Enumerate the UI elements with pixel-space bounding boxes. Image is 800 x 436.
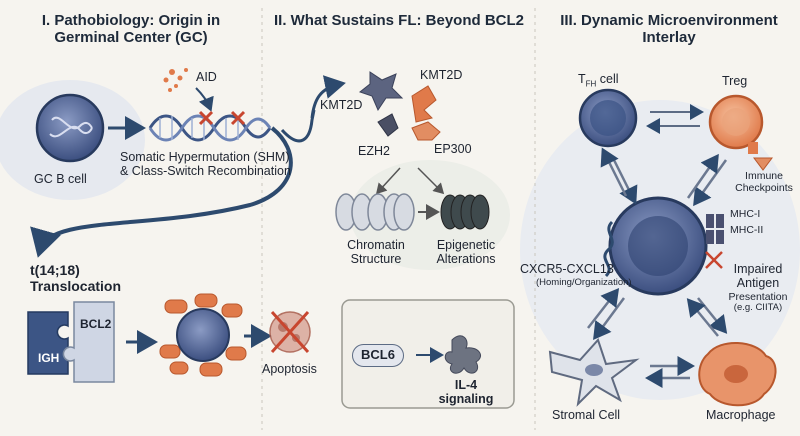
chromatin-label-line2: Structure [350, 252, 402, 267]
shm-label-line1: Somatic Hypermutation (SHM) [120, 150, 290, 164]
impaired-antigen-label: Impaired Antigen Presentation (e.g. CIIT… [718, 262, 798, 314]
bcl2-overexpressing-cell-icon [159, 293, 247, 377]
microenvironment-arrows [587, 147, 728, 388]
arrow-aid [195, 87, 214, 112]
section2-title: II. What Sustains FL: Beyond BCL2 [273, 12, 524, 29]
cxcr5-label: CXCR5-CXCL13 [520, 262, 614, 276]
impaired-line4: (e.g. CIITA) [733, 301, 783, 313]
il4-label: IL-4 signaling [436, 378, 496, 407]
fl-tumor-cell-icon [603, 196, 708, 296]
mutation-marks-icon [198, 110, 246, 126]
macrophage-icon [698, 341, 777, 407]
ep300-protein-icon [411, 121, 441, 141]
ep300-label: EP300 [434, 142, 472, 156]
bcl2-label: BCL2 [80, 317, 112, 331]
dna-helix-icon [148, 114, 272, 142]
section1-title: I. Pathobiology: Origin in Germinal Cent… [4, 12, 258, 47]
immune-line2: Checkpoints [735, 182, 793, 195]
apoptosis-label: Apoptosis [262, 362, 317, 376]
mhc1-label: MHC-I [730, 208, 761, 220]
ezh2-protein-icon [377, 113, 399, 137]
impaired-line2: Antigen [736, 276, 780, 291]
kmt2d-label-b: KMT2D [320, 98, 363, 112]
immune-checkpoints-label: Immune Checkpoints [728, 170, 800, 194]
treg-label: Treg [722, 74, 748, 88]
impaired-line3: Presentation [728, 290, 788, 303]
tfh-cell-label: TFH cell [578, 72, 619, 89]
apoptosis-blocked-icon [269, 310, 311, 354]
homing-label: (Homing/Organization) [536, 277, 632, 288]
ezh2-label: EZH2 [358, 144, 390, 158]
tfh-main: T [578, 72, 586, 86]
tfh-rest: cell [596, 72, 619, 86]
il4-signaling-icon [444, 335, 481, 374]
aid-particles-icon [163, 68, 188, 92]
aid-label: AID [196, 70, 217, 84]
translocation-label: t(14;18) Translocation [30, 262, 121, 294]
section3-title-line1: III. Dynamic Microenvironment [560, 12, 778, 29]
section3-title: III. Dynamic Microenvironment Interlay [540, 12, 798, 47]
gc-b-cell-icon [35, 93, 105, 163]
translocation-label-line2: Translocation [30, 278, 122, 295]
chromatin-label: Chromatin Structure [336, 238, 416, 267]
impaired-line1: Impaired [733, 262, 783, 276]
chromatin-label-line1: Chromatin [347, 238, 405, 252]
stromal-cell-label: Stromal Cell [552, 408, 621, 422]
mhc-receptors-icon [706, 214, 724, 244]
epigenetic-label-line1: Epigenetic [436, 238, 496, 252]
section1-title-line1: I. Pathobiology: Origin in [41, 12, 221, 29]
tfh-sub: FH [585, 79, 597, 89]
section3-title-line2: Interlay [642, 29, 696, 47]
il4-label-line1: IL-4 [454, 378, 478, 392]
igh-label: IGH [38, 351, 60, 365]
bcl6-label: BCL6 [352, 344, 404, 367]
kmt2d-label-a: KMT2D [420, 68, 463, 82]
arrow-to-section2-stem [280, 109, 316, 143]
epigenetic-label-line2: Alterations [436, 252, 496, 267]
tfh-treg-interaction-arrows [646, 104, 704, 134]
arrow-to-translocation [30, 126, 293, 258]
kmt2d-protein-icon [358, 71, 404, 112]
condensed-chromatin-icon [440, 194, 490, 230]
treg-cell-icon [708, 94, 773, 171]
epigenetic-label: Epigenetic Alterations [426, 238, 506, 267]
arrow-to-epigenetic [417, 167, 445, 195]
gc-b-cell-label: GC B cell [34, 172, 87, 186]
il4-label-line2: signaling [438, 392, 494, 407]
section1-title-line2: Germinal Center (GC) [54, 29, 208, 47]
kmt2d-orange-protein-icon [411, 85, 437, 123]
tfh-cell-icon [578, 88, 638, 148]
macrophage-label: Macrophage [706, 408, 776, 422]
impaired-presentation-x-icon [705, 251, 723, 269]
mhc2-label: MHC-II [730, 224, 764, 236]
chromatin-nucleosome-icon [335, 193, 415, 231]
immune-line1: Immune [745, 170, 783, 182]
arrow-to-section2 [310, 75, 346, 119]
shm-label-line2: & Class-Switch Recombination [120, 164, 291, 179]
stromal-cell-icon [548, 338, 640, 407]
puzzle-translocation-icon [27, 301, 115, 383]
shm-label: Somatic Hypermutation (SHM) & Class-Swit… [120, 150, 291, 179]
translocation-label-line1: t(14;18) [30, 262, 80, 278]
arrow-to-chromatin [375, 167, 401, 195]
